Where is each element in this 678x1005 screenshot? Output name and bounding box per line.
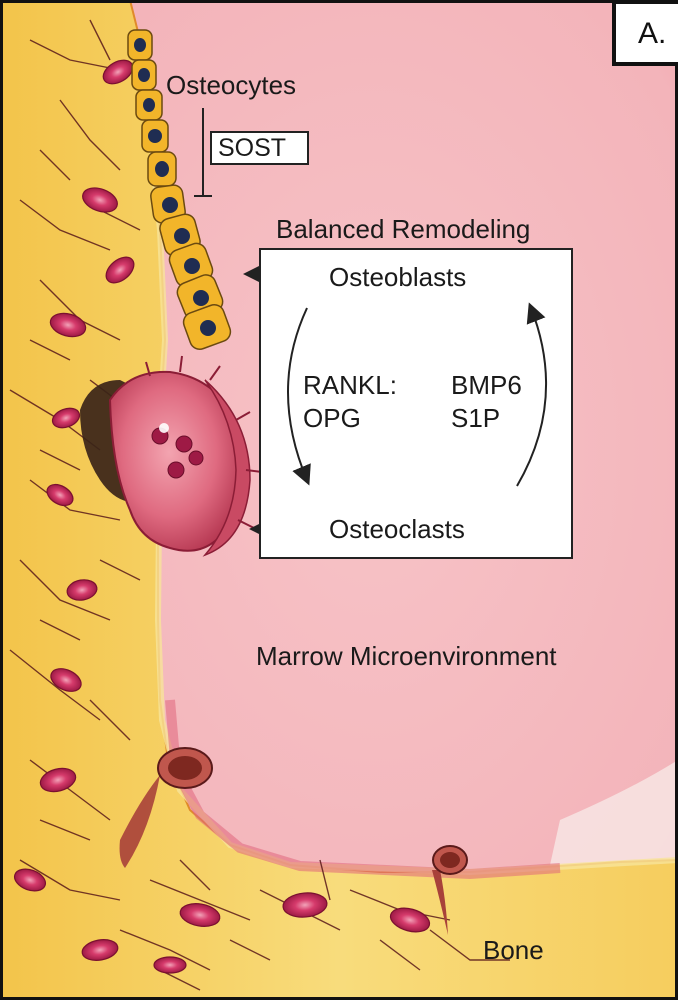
bmp6-label: BMP6 [451,370,522,400]
rankl-label: RANKL: [303,370,397,400]
sost-label: SOST [210,131,309,165]
panel-label: A. [612,0,678,66]
marrow-microenvironment-label: Marrow Microenvironment [256,641,557,671]
osteoclasts-label: Osteoclasts [329,514,465,544]
osteoblasts-label: Osteoblasts [329,262,466,292]
balanced-remodeling-title: Balanced Remodeling [276,214,530,244]
s1p-label: S1P [451,403,500,433]
osteocytes-label: Osteocytes [166,70,296,100]
opg-label: OPG [303,403,361,433]
bone-label: Bone [483,935,544,965]
